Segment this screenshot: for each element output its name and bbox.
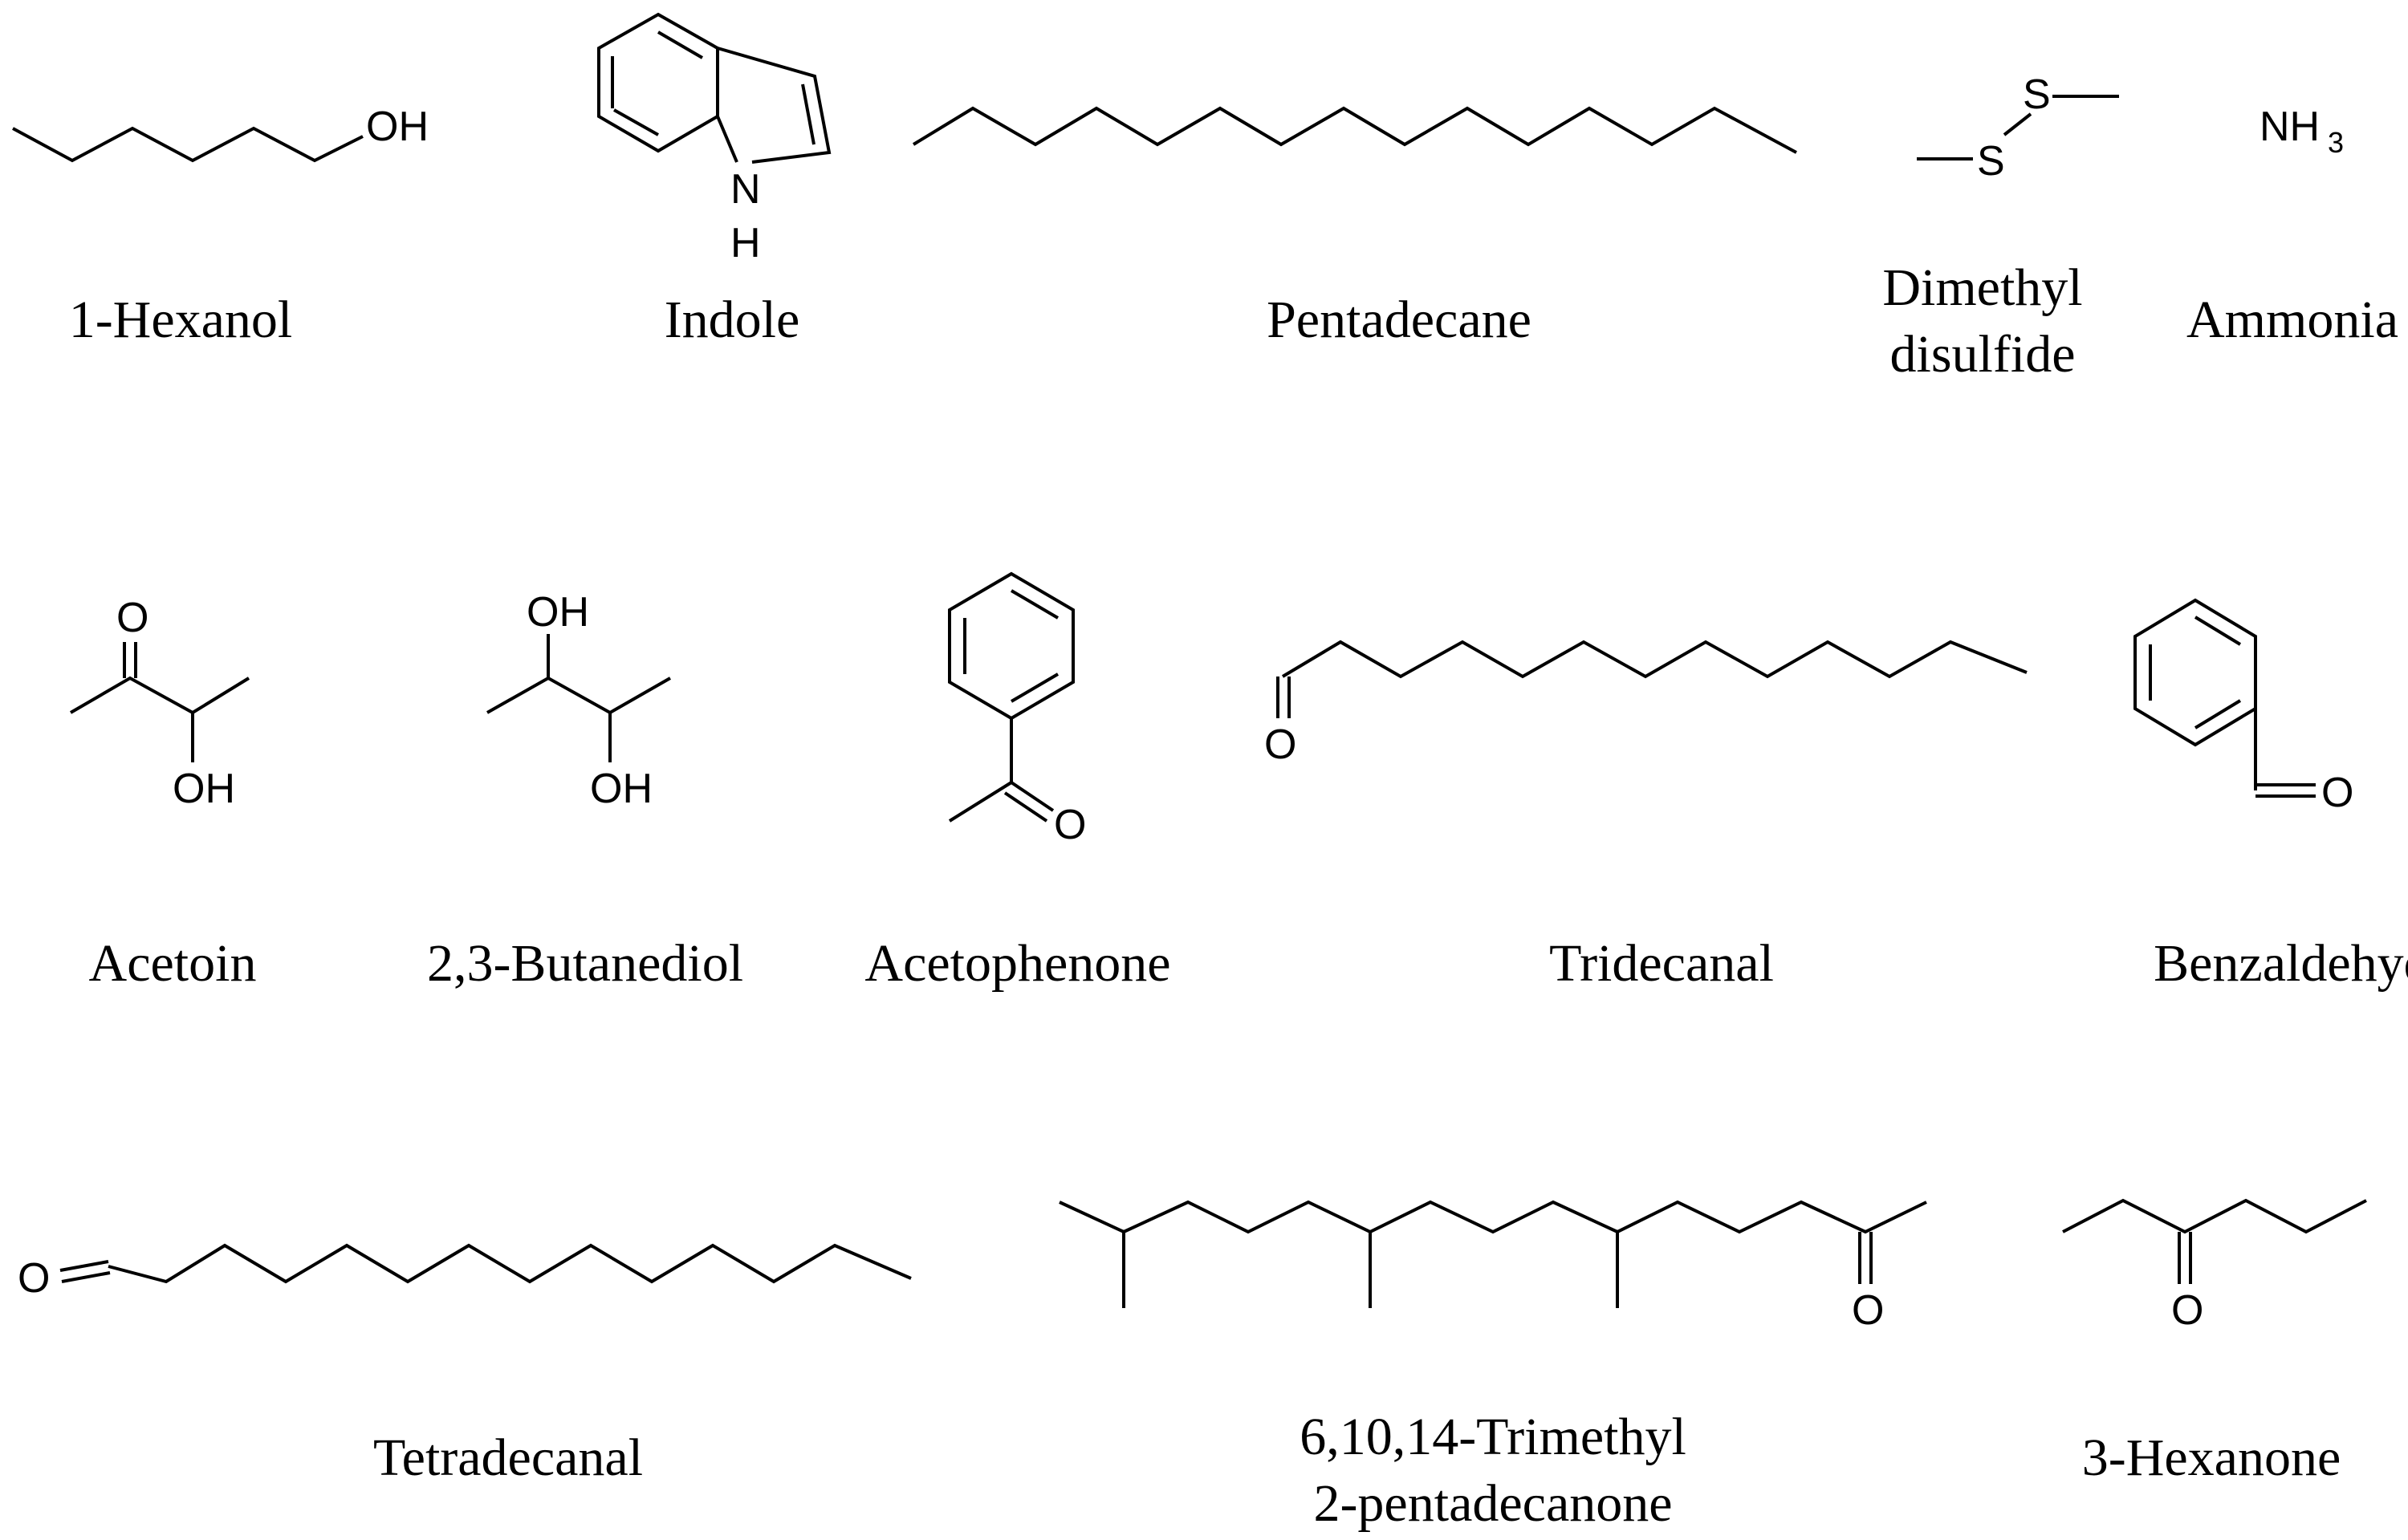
structure-tridecanal: O [1264,640,2028,768]
structure-hexanone: O [2062,1198,2367,1334]
tridecanal-name: Tridecanal [1549,934,1774,993]
acetophenone-inner-bond-2 [1010,589,1060,620]
indole-pyrrole-bonds [717,47,832,164]
ammonia-name: Ammonia [2186,291,2398,349]
indole-pyrrole-double [801,83,816,145]
benzaldehyde-inner-bond-3 [2194,699,2242,729]
structure-pentadecane [912,106,1797,154]
acetoin-oh-label: OH [173,766,235,812]
structure-acetophenone: O [948,571,1086,848]
trimethyl-pentadecanone-chain [1059,1200,1927,1234]
indole-name: Indole [665,291,800,349]
acetoin-o-label: O [116,595,148,641]
benzaldehyde-o-label: O [2321,770,2353,816]
tetradecanal-co-double-1 [59,1260,109,1272]
acetoin-chain [69,676,250,715]
dmds-s-label-2: S [2023,71,2051,118]
trimethyl-pentadecanone-name-line-2: 2-pentadecanone [1313,1474,1672,1533]
trimethyl-o-label: O [1852,1287,1884,1334]
ammonia-nh-label: NH [2260,104,2320,150]
acetophenone-co-double-2 [1003,791,1048,823]
indole-inner-bond-2 [613,108,659,136]
tetradecanal-co-double-2 [61,1271,111,1283]
butanediol-oh-label-1: OH [527,589,589,636]
benzaldehyde-name: Benzaldehyde [2154,934,2408,993]
structure-ammonia: NH 3 [2260,104,2344,159]
structure-trimethyl-pentadecanone: O [1059,1200,1927,1334]
structure-tetradecanal: O [18,1243,912,1302]
acetophenone-inner-bond-3 [1010,672,1060,703]
benzaldehyde-inner-bond-2 [2194,616,2242,646]
structure-indole: N H [597,12,832,266]
dmds-s-s-bond [2003,112,2032,136]
acetophenone-ring [948,571,1075,721]
tetradecanal-chain [108,1243,912,1284]
hexanone-o-label: O [2171,1287,2203,1334]
acetophenone-o-label: O [1054,802,1086,848]
acetophenone-name: Acetophenone [864,934,1170,993]
acetophenone-co-double-1 [1010,781,1055,812]
hexanone-name: 3-Hexanone [2082,1428,2341,1487]
indole-c-n-bond [716,116,738,163]
tridecanal-o-label: O [1264,721,1296,768]
indole-n-label: N [730,166,761,213]
butanediol-name: 2,3-Butanediol [427,934,743,993]
structure-benzaldehyde: O [2133,598,2353,816]
butanediol-chain [486,676,671,715]
indole-benzene-ring [597,12,719,153]
hexanol-name: 1-Hexanol [69,291,293,349]
structure-hexanol: OH [12,104,429,163]
acetophenone-methyl [948,781,1013,823]
pentadecane-name: Pentadecane [1267,291,1531,349]
structure-acetoin: O OH [69,595,250,812]
dmds-s-label-1: S [1977,138,2005,185]
tetradecanal-o-label: O [18,1255,50,1302]
hexanol-oh-label: OH [366,104,429,150]
structure-dimethyl-disulfide: S S [1917,71,2119,185]
dmds-name-line-1: Dimethyl [1882,258,2082,317]
trimethyl-pentadecanone-name-line-1: 6,10,14-Trimethyl [1300,1408,1686,1466]
ammonia-subscript: 3 [2328,126,2344,159]
indole-inner-bond-1 [657,30,704,59]
hexanol-chain [12,126,364,163]
dmds-name-line-2: disulfide [1890,325,2076,384]
structure-butanediol: OH OH [486,589,671,812]
indole-h-label: H [730,220,761,266]
hexanone-chain [2062,1198,2367,1234]
tetradecanal-name: Tetradecanal [373,1428,643,1487]
butanediol-oh-label-2: OH [590,766,653,812]
acetoin-name: Acetoin [89,934,257,993]
benzaldehyde-ring [2133,598,2257,747]
tridecanal-chain [1281,640,2028,679]
